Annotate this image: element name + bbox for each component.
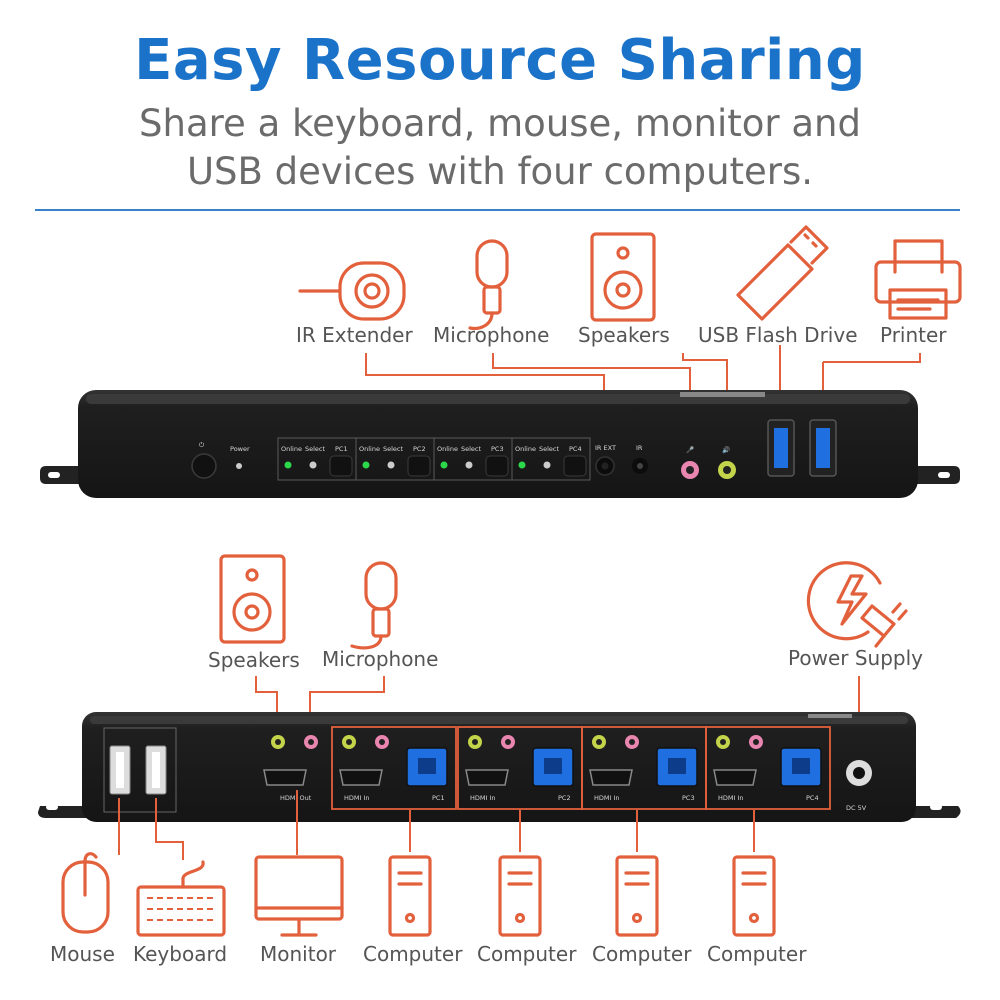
svg-text:🔊: 🔊	[722, 445, 730, 454]
hdmi-in-text: HDMI In	[344, 794, 370, 802]
kvm-rear-view: HDMI Out DC 5V	[38, 712, 961, 822]
label-power-supply: Power Supply	[788, 646, 923, 670]
hdmi-in-port	[713, 769, 757, 786]
select-pc1-button[interactable]	[329, 455, 353, 477]
pc4-text: PC4	[806, 794, 819, 802]
online-text: Online	[359, 445, 380, 453]
pc3-text: PC3	[491, 445, 504, 453]
printer-icon	[874, 239, 962, 320]
select-pc2-button[interactable]	[407, 455, 431, 477]
front-ports: IR EXT IR 🎤 🔊	[595, 419, 837, 479]
pc1-text: PC1	[432, 794, 445, 802]
online-text: Online	[281, 445, 302, 453]
select-led	[543, 461, 551, 469]
subtitle-line-2: USB devices with four computers.	[186, 150, 814, 193]
monitor-icon	[254, 855, 344, 937]
rear-pc-ports: HDMI In PC1 HDMI In PC2 HDMI In PC3 HDMI In PC4	[331, 726, 831, 810]
label-speakers-front: Speakers	[578, 323, 670, 347]
rear-port-group-pc1: HDMI In PC1	[331, 726, 457, 810]
page-title: Easy Resource Sharing	[134, 28, 866, 93]
label-computer-4: Computer	[707, 942, 807, 966]
port-group-outline	[331, 726, 457, 810]
ir-extender-icon	[298, 261, 406, 321]
pc2-text: PC2	[413, 445, 426, 453]
port-group-outline	[705, 726, 831, 810]
select-led	[309, 461, 317, 469]
computer-icon	[388, 855, 432, 937]
label-monitor: Monitor	[260, 942, 337, 966]
select-text: Select	[539, 445, 560, 453]
select-text: Select	[383, 445, 404, 453]
online-led	[284, 461, 292, 469]
pc4-text: PC4	[569, 445, 582, 453]
computer-icon	[615, 855, 659, 937]
select-led	[387, 461, 395, 469]
rear-port-group-pc3: HDMI In PC3	[581, 726, 707, 810]
power-text: Power	[230, 445, 250, 453]
online-text: Online	[515, 445, 536, 453]
online-led	[518, 461, 526, 469]
speaker-icon	[219, 554, 286, 644]
label-speakers-rear: Speakers	[208, 648, 300, 672]
ir-text: IR	[636, 444, 643, 452]
hdmi-in-port	[339, 769, 383, 786]
label-microphone-rear: Microphone	[322, 647, 438, 671]
mouse-icon	[61, 852, 110, 934]
select-led	[465, 461, 473, 469]
label-mouse: Mouse	[50, 942, 115, 966]
online-text: Online	[437, 445, 458, 453]
page-subtitle: Share a keyboard, mouse, monitor and USB…	[0, 100, 1000, 196]
subtitle-line-1: Share a keyboard, mouse, monitor and	[139, 102, 861, 145]
hdmi-in-text: HDMI In	[718, 794, 744, 802]
label-microphone-front: Microphone	[433, 323, 549, 347]
svg-text:⏻: ⏻	[199, 441, 204, 449]
computer-icons	[388, 855, 776, 937]
select-pc3-button[interactable]	[485, 455, 509, 477]
divider	[35, 209, 960, 211]
computer-icon	[498, 855, 542, 937]
power-supply-icon	[806, 561, 908, 648]
ir-ext-text: IR EXT	[595, 444, 616, 452]
kvm-front-view: ⏻ Power	[40, 390, 960, 498]
select-pc4-button[interactable]	[563, 455, 587, 477]
label-computer-2: Computer	[477, 942, 577, 966]
hdmi-in-port	[465, 769, 509, 786]
hdmi-out-text: HDMI Out	[280, 794, 312, 802]
hdmi-in-port	[589, 769, 633, 786]
hdmi-in-text: HDMI In	[470, 794, 496, 802]
hdmi-in-text: HDMI In	[594, 794, 620, 802]
computer-icon	[732, 855, 776, 937]
keyboard-icon	[136, 860, 226, 937]
label-ir-extender: IR Extender	[296, 323, 413, 347]
dc-text: DC 5V	[846, 804, 867, 812]
label-computer-3: Computer	[592, 942, 692, 966]
online-led	[362, 461, 370, 469]
select-text: Select	[305, 445, 326, 453]
usb-flash-drive-icon	[736, 225, 829, 321]
microphone-icon	[350, 561, 398, 650]
online-led	[440, 461, 448, 469]
label-keyboard: Keyboard	[133, 942, 227, 966]
label-usb-flash-drive: USB Flash Drive	[698, 323, 858, 347]
pc1-text: PC1	[335, 445, 348, 453]
pc2-text: PC2	[558, 794, 571, 802]
select-text: Select	[461, 445, 482, 453]
rear-bottom-leader-lines	[118, 790, 755, 860]
svg-text:🎤: 🎤	[686, 445, 694, 454]
microphone-icon	[468, 239, 509, 331]
speaker-icon	[590, 232, 656, 322]
label-computer-1: Computer	[363, 942, 463, 966]
pc3-text: PC3	[682, 794, 695, 802]
label-printer: Printer	[880, 323, 947, 347]
rear-port-group-pc4: HDMI In PC4	[705, 726, 831, 810]
